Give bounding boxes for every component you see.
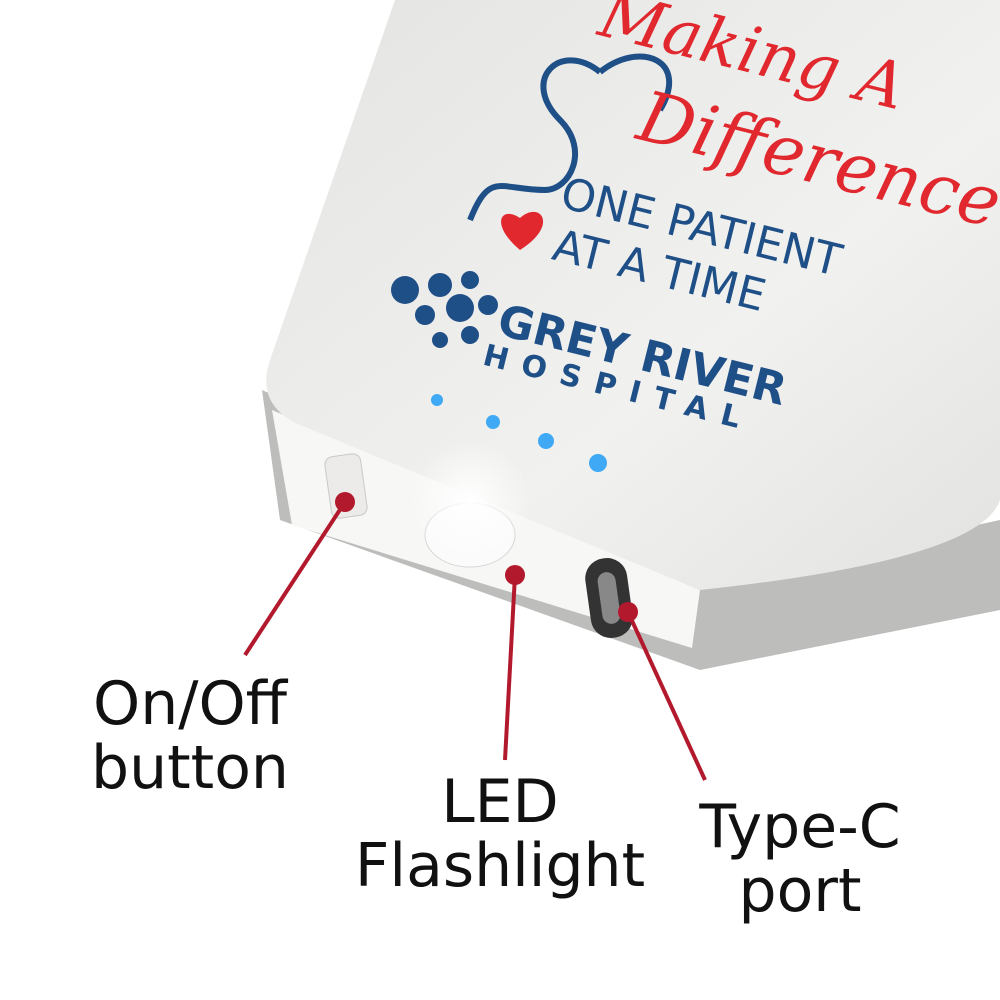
heart-graphic (501, 211, 544, 250)
label-line: Flashlight (354, 831, 646, 901)
hospital-logo (391, 271, 498, 348)
label-on-off-button: On/Off button (60, 672, 320, 800)
label-line: On/Off (92, 669, 288, 739)
stethoscope-graphic (467, 57, 602, 222)
callout-led (503, 565, 525, 761)
callout-on-off (243, 492, 355, 657)
label-line: button (91, 733, 289, 803)
callout-type-c (618, 602, 707, 781)
label-type-c-port: Type-C port (680, 795, 920, 923)
label-led-flashlight: LED Flashlight (340, 770, 660, 898)
battery-level-leds (431, 394, 607, 472)
label-line: port (738, 856, 862, 926)
label-line: LED (441, 767, 559, 837)
device-side (262, 390, 1000, 670)
device-top-face (266, 0, 1000, 590)
label-line: Type-C (699, 792, 901, 862)
